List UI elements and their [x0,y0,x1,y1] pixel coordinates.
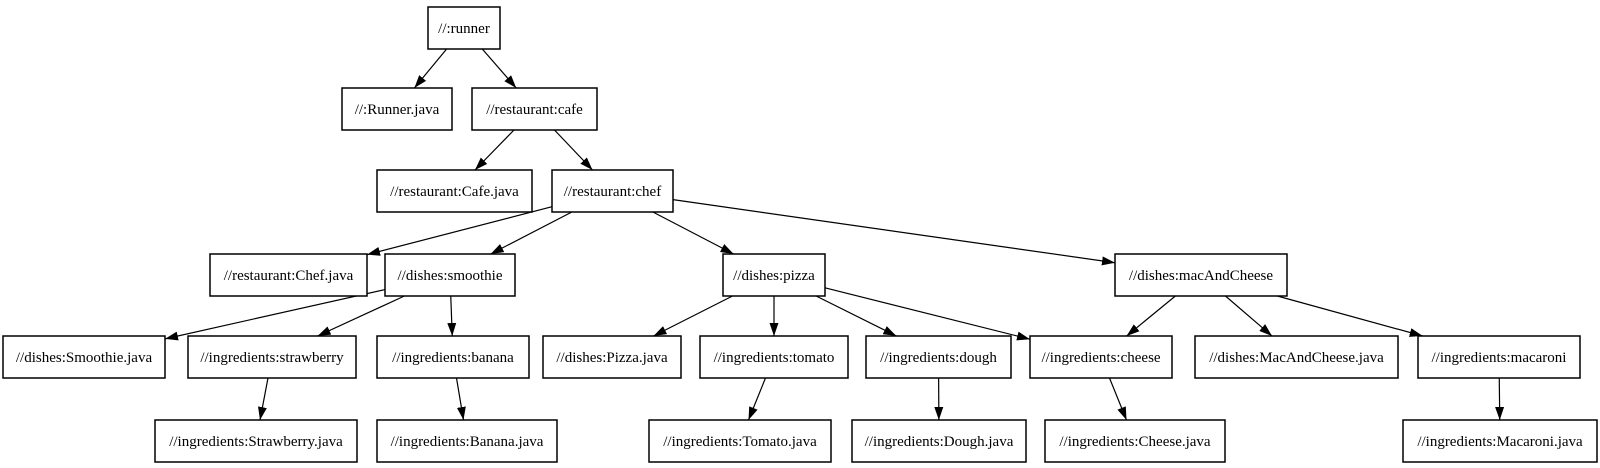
node-smoothie-java: //dishes:Smoothie.java [2,335,166,379]
node-cafe-java: //restaurant:Cafe.java [376,169,533,213]
node-box [551,169,674,213]
node-label: //ingredients:cheese [1041,350,1160,366]
node-box [1029,335,1173,379]
node-runner-java: //:Runner.java [341,87,453,131]
edge-chef-to-chef-java [366,206,553,256]
node-box [376,335,530,379]
node-box [699,335,849,379]
node-banana-java: //ingredients:Banana.java [376,419,558,463]
node-label: //restaurant:Cafe.java [390,184,519,200]
node-runner: //:runner [427,6,501,50]
node-strawberry: //ingredients:strawberry [187,335,357,379]
node-label: //ingredients:strawberry [200,350,344,366]
edge-chef-to-pizza [652,211,734,255]
node-label: //restaurant:cafe [486,102,583,118]
edge-cheese-to-cheese-java [1108,377,1128,421]
edge-mac-and-cheese-to-macaroni [1277,295,1423,337]
node-label: //ingredients:Banana.java [391,434,544,450]
node-smoothie: //dishes:smoothie [384,253,516,297]
node-label: //ingredients:dough [880,350,997,366]
edge-strawberry-to-strawberry-java [258,377,269,421]
edge-pizza-to-pizza-java [653,295,733,337]
node-label: //ingredients:banana [392,350,514,366]
node-box [209,253,368,297]
node-macaroni: //ingredients:macaroni [1417,335,1581,379]
edge-cafe-to-chef [554,129,593,171]
node-label: //ingredients:Strawberry.java [169,434,343,450]
node-box [154,419,358,463]
node-macaroni-java: //ingredients:Macaroni.java [1402,419,1598,463]
node-label: //dishes:MacAndCheese.java [1209,350,1384,366]
node-label: //dishes:smoothie [398,268,503,284]
node-label: //restaurant:Chef.java [224,268,354,284]
node-box [1402,419,1598,463]
edge-pizza-to-cheese [824,287,1031,341]
node-box [1194,335,1399,379]
node-label: //restaurant:chef [564,184,661,200]
edge-chef-to-mac-and-cheese [672,199,1116,266]
node-chef-java: //restaurant:Chef.java [209,253,368,297]
node-label: //:Runner.java [355,102,440,118]
node-box [851,419,1027,463]
edge-mac-and-cheese-to-mac-and-cheese-java [1225,295,1273,337]
node-box [1114,253,1288,297]
node-label: //dishes:Smoothie.java [16,350,153,366]
node-pizza-java: //dishes:Pizza.java [542,335,682,379]
node-box [865,335,1012,379]
node-label: //ingredients:macaroni [1432,350,1567,366]
node-cheese-java: //ingredients:Cheese.java [1044,419,1226,463]
node-mac-and-cheese-java: //dishes:MacAndCheese.java [1194,335,1399,379]
node-mac-and-cheese: //dishes:macAndCheese [1114,253,1288,297]
node-box [542,335,682,379]
node-box [376,169,533,213]
edge-runner-to-cafe [481,48,517,89]
node-chef: //restaurant:chef [551,169,674,213]
edge-chef-to-smoothie [490,211,573,255]
node-box [2,335,166,379]
node-box [1417,335,1581,379]
node-box [1044,419,1226,463]
node-box [341,87,453,131]
node-pizza: //dishes:pizza [722,253,826,297]
edge-cafe-to-cafe-java [474,129,515,171]
node-label: //ingredients:Tomato.java [663,434,817,450]
nodes-layer: //:runner //:Runner.java //restaurant:cafe… [2,6,1598,463]
node-label: //ingredients:Dough.java [865,434,1014,450]
edge-pizza-to-dough [815,295,897,337]
edges-layer [164,48,1505,421]
node-cheese: //ingredients:cheese [1029,335,1173,379]
edge-macaroni-to-macaroni-java [1495,377,1505,421]
node-box [427,6,501,50]
edge-smoothie-to-strawberry [317,295,405,337]
edge-smoothie-to-smoothie-java [164,288,386,341]
node-box [648,419,832,463]
node-box [384,253,516,297]
node-tomato-java: //ingredients:Tomato.java [648,419,832,463]
node-cafe: //restaurant:cafe [471,87,598,131]
node-dough: //ingredients:dough [865,335,1012,379]
node-box [187,335,357,379]
node-box [376,419,558,463]
edge-tomato-to-tomato-java [747,377,767,421]
edge-smoothie-to-banana [447,295,457,337]
node-banana: //ingredients:banana [376,335,530,379]
node-label: //ingredients:tomato [714,350,835,366]
node-label: //dishes:Pizza.java [556,350,668,366]
node-label: //ingredients:Macaroni.java [1417,434,1583,450]
node-dough-java: //ingredients:Dough.java [851,419,1027,463]
edge-banana-to-banana-java [455,377,466,421]
node-strawberry-java: //ingredients:Strawberry.java [154,419,358,463]
edge-mac-and-cheese-to-cheese [1126,295,1176,337]
node-label: //dishes:macAndCheese [1129,268,1273,284]
node-box [722,253,826,297]
node-box [471,87,598,131]
node-label: //:runner [438,21,490,37]
node-label: //dishes:pizza [733,268,815,284]
edge-runner-to-runner-java [413,48,448,89]
node-tomato: //ingredients:tomato [699,335,849,379]
node-label: //ingredients:Cheese.java [1059,434,1211,450]
